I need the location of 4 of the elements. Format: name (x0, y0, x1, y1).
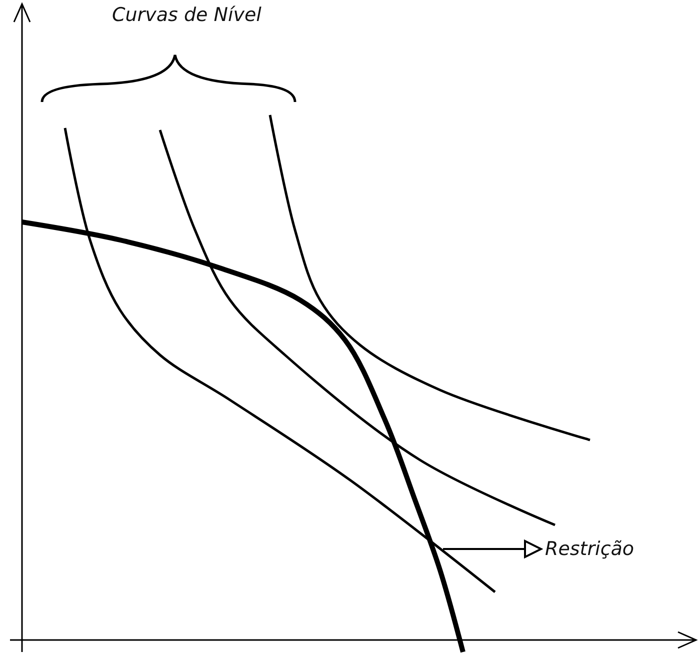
arrow (443, 540, 542, 558)
constraint-curve (22, 220, 466, 653)
axis-title: Curvas de Nível (112, 4, 262, 26)
curve-label: Restrição (545, 538, 634, 560)
